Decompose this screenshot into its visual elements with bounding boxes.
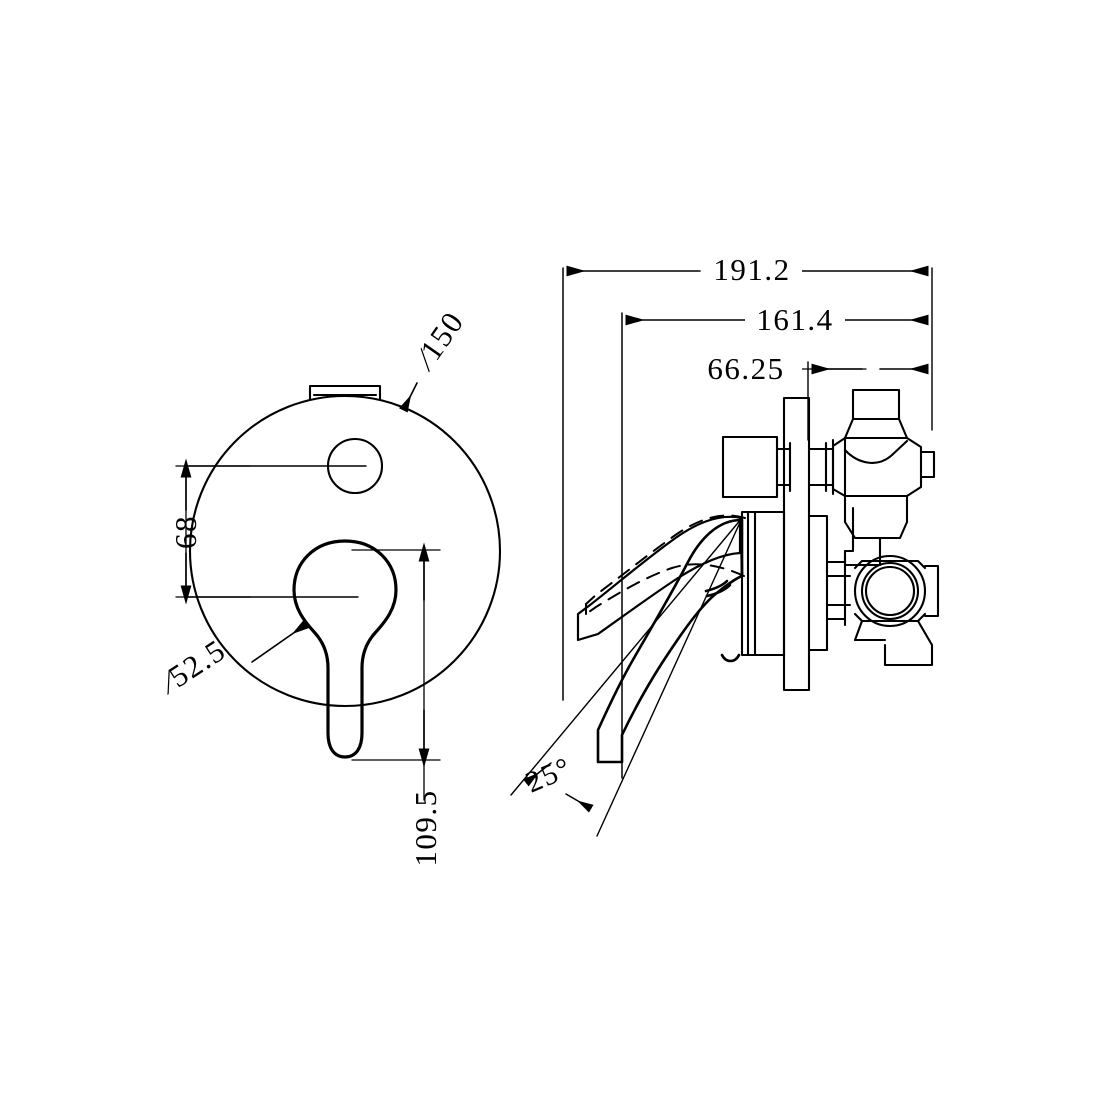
plate-top-tab (308, 384, 382, 401)
dim-text-25-deg: 25° (521, 751, 577, 800)
dim-label-overall-depth: 191.2 (702, 252, 802, 288)
wall-plate-side (782, 396, 811, 692)
dim-valve-depth (795, 361, 929, 441)
dim-handle-height (351, 542, 441, 801)
lower-valve-body (825, 554, 940, 667)
upper-valve-body (831, 388, 936, 567)
dim-label-valve-depth: 66.25 (690, 351, 802, 387)
side-section-view (510, 265, 940, 837)
leader-plate-diameter (398, 382, 418, 413)
lever-handle-outline (292, 539, 398, 759)
handle-side-raised-outline (576, 515, 744, 642)
cartridge-sleeve (740, 510, 829, 657)
handle-side-solid (596, 518, 744, 764)
dim-text-66-25: 66.25 (707, 351, 784, 386)
dim-handle-angle (510, 517, 743, 837)
front-elevation-view (175, 382, 502, 801)
dim-diverter-offset (175, 458, 251, 605)
diverter-stem (807, 438, 835, 496)
dim-text-161-4: 161.4 (756, 302, 833, 337)
dim-text-68: 68 (168, 515, 203, 549)
dim-text-191-2: 191.2 (713, 252, 790, 287)
leader-handle-diameter (251, 620, 310, 663)
dim-text-109-5: 109.5 (408, 789, 443, 866)
wall-plate-outline (188, 394, 502, 708)
diverter-button-side (721, 435, 792, 499)
dim-overall-depth (566, 265, 933, 431)
dim-label-body-depth: 161.4 (745, 301, 845, 337)
dim-text-dia-150: ∕150 (406, 305, 471, 377)
